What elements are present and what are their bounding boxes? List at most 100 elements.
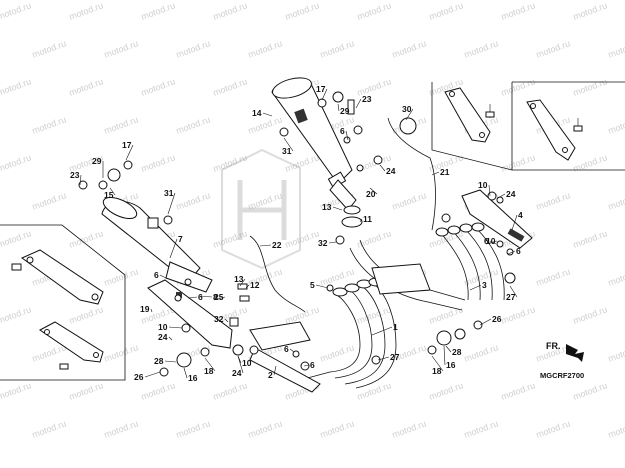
watermark-text: motod.ru bbox=[0, 380, 32, 402]
watermark-text: motod.ru bbox=[212, 152, 249, 174]
watermark-text: motod.ru bbox=[391, 38, 428, 60]
callout-labels: 1234566666667810101010111213131415161617… bbox=[70, 84, 523, 383]
hardware-layer bbox=[78, 91, 516, 377]
callout-24: 24 bbox=[386, 166, 396, 176]
watermark-text: motod.ru bbox=[31, 38, 68, 60]
leader-line-11 bbox=[359, 218, 363, 223]
watermark-text: motod.ru bbox=[212, 0, 249, 22]
leader-line-23 bbox=[79, 174, 82, 186]
watermark-text: motod.ru bbox=[356, 304, 393, 326]
watermark-text: motod.ru bbox=[572, 152, 609, 174]
watermark-text: motod.ru bbox=[31, 114, 68, 136]
leader-line-6 bbox=[345, 130, 349, 141]
leader-line-15 bbox=[109, 187, 116, 196]
inset-box-left bbox=[0, 224, 126, 381]
watermark-text: motod.ru bbox=[607, 266, 625, 288]
leader-line-6 bbox=[159, 274, 167, 279]
drawing-code: MGCRF2700 bbox=[540, 371, 584, 380]
callout-27-1: 27 bbox=[506, 292, 516, 302]
leader-line-18 bbox=[204, 357, 216, 372]
leader-line-32 bbox=[224, 318, 229, 323]
leader-line-18 bbox=[431, 355, 444, 372]
hanger-bracket-inset-1 bbox=[444, 87, 495, 143]
leader-line-7 bbox=[169, 238, 178, 259]
callout-8: 8 bbox=[213, 292, 218, 302]
leader-line-27 bbox=[509, 285, 518, 298]
watermark-text: motod.ru bbox=[140, 76, 177, 98]
o2-sensor-cables bbox=[249, 117, 436, 313]
leader-line-24 bbox=[237, 355, 244, 374]
callout-5: 5 bbox=[310, 280, 315, 290]
leader-line-10 bbox=[485, 240, 498, 245]
watermark-text: motod.ru bbox=[212, 380, 249, 402]
callout-4: 4 bbox=[518, 210, 523, 220]
watermark-text: motod.ru bbox=[463, 38, 500, 60]
callout-20: 20 bbox=[366, 189, 376, 199]
leader-line-5 bbox=[315, 284, 329, 289]
silencer-left bbox=[101, 196, 213, 293]
watermark-text: motod.ru bbox=[0, 0, 32, 22]
callout-29: 29 bbox=[92, 156, 102, 166]
leader-line-31 bbox=[167, 192, 176, 215]
callout-6: 6 bbox=[340, 126, 345, 136]
leader-line-14 bbox=[262, 112, 273, 117]
watermark-text: motod.ru bbox=[428, 304, 465, 326]
watermark-text: motod.ru bbox=[607, 38, 625, 60]
callout-23: 23 bbox=[70, 170, 80, 180]
leader-line-13 bbox=[239, 278, 246, 287]
watermark-text: motod.ru bbox=[31, 418, 68, 440]
leader-line-16 bbox=[183, 367, 188, 379]
watermark-text: motod.ru bbox=[103, 418, 140, 440]
watermark-text: motod.ru bbox=[175, 418, 212, 440]
callout-21: 21 bbox=[440, 167, 450, 177]
watermark-text: motod.ru bbox=[140, 380, 177, 402]
leader-line-17 bbox=[125, 144, 134, 161]
watermark-text: motod.ru bbox=[68, 228, 105, 250]
callout-31-1: 31 bbox=[164, 188, 174, 198]
callout-1: 1 bbox=[393, 322, 398, 332]
callout-16: 16 bbox=[188, 373, 198, 383]
leader-line-2 bbox=[273, 365, 277, 376]
watermark-text: motod.ru bbox=[284, 304, 321, 326]
watermark-text: motod.ru bbox=[0, 228, 32, 250]
watermark-text: motod.ru bbox=[607, 190, 625, 212]
leader-line-10 bbox=[168, 326, 183, 329]
exhaust-collector bbox=[349, 222, 505, 311]
callout-6-1: 6 bbox=[154, 270, 159, 280]
watermark-text: motod.ru bbox=[607, 114, 625, 136]
callout-24-2: 24 bbox=[232, 368, 242, 378]
watermark-text: motod.ru bbox=[212, 228, 249, 250]
leader-line-16 bbox=[443, 345, 446, 366]
callout-11: 11 bbox=[363, 214, 372, 224]
leader-line-6 bbox=[303, 364, 310, 367]
leader-line-20 bbox=[369, 187, 378, 195]
callout-14: 14 bbox=[252, 108, 262, 118]
callout-24-3: 24 bbox=[506, 189, 516, 199]
leader-line-10 bbox=[488, 184, 491, 197]
callout-32: 32 bbox=[214, 314, 224, 324]
hanger-bracket-inset-4 bbox=[39, 321, 104, 370]
watermark-text: motod.ru bbox=[572, 380, 609, 402]
callout-10: 10 bbox=[478, 180, 488, 190]
leader-line-25 bbox=[213, 296, 226, 301]
watermark-text: motod.ru bbox=[68, 304, 105, 326]
watermark-text: motod.ru bbox=[535, 266, 572, 288]
watermark-text: motod.ru bbox=[212, 76, 249, 98]
watermark-text: motod.ru bbox=[103, 38, 140, 60]
direction-label: FR. bbox=[546, 341, 561, 351]
watermark-text: motod.ru bbox=[500, 76, 537, 98]
callout-2: 2 bbox=[268, 370, 273, 380]
watermark-text: motod.ru bbox=[500, 304, 537, 326]
leader-line-26 bbox=[479, 318, 492, 326]
watermark-text: motod.ru bbox=[0, 304, 32, 326]
watermark-text: motod.ru bbox=[68, 76, 105, 98]
watermark-text: motod.ru bbox=[572, 304, 609, 326]
leader-line-6 bbox=[289, 348, 295, 353]
callout-18: 18 bbox=[204, 366, 214, 376]
watermark-text: motod.ru bbox=[247, 38, 284, 60]
inset-box-top-right bbox=[431, 81, 625, 171]
callout-18-1: 18 bbox=[432, 366, 442, 376]
callout-6-6: 6 bbox=[310, 360, 315, 370]
callout-13-1: 13 bbox=[234, 274, 244, 284]
